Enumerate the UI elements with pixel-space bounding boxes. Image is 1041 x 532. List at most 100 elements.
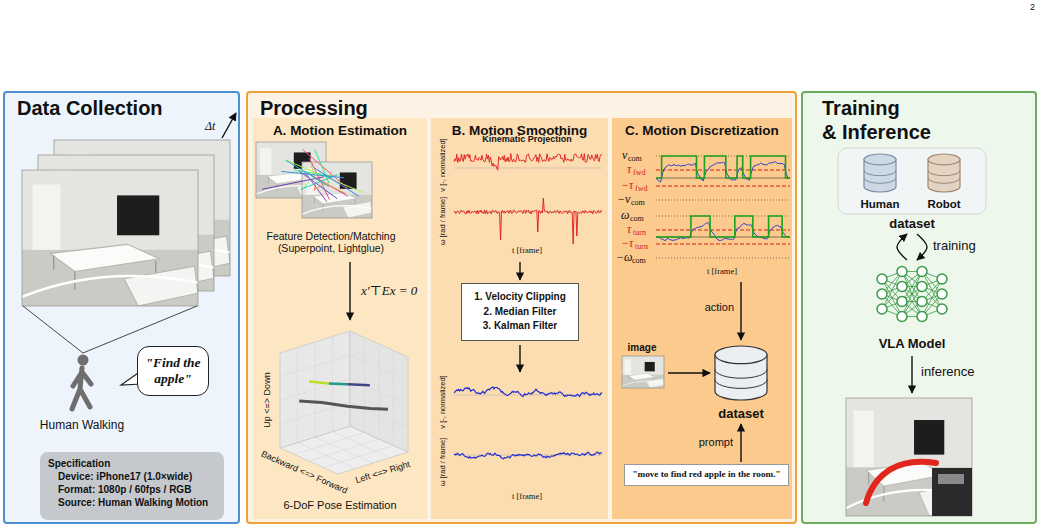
flow-arrow bbox=[349, 262, 350, 320]
illustration-part bbox=[280, 355, 408, 381]
illustration-part bbox=[928, 170, 960, 175]
illustration-part bbox=[22, 170, 198, 306]
trajectory bbox=[348, 383, 370, 386]
neuron bbox=[897, 297, 907, 307]
illustration-part bbox=[302, 162, 372, 218]
illustration-part bbox=[454, 168, 602, 212]
command-signal bbox=[656, 216, 790, 237]
edge-label: training bbox=[933, 239, 976, 253]
neuron bbox=[917, 312, 927, 322]
spec-box: SpecificationDevice: iPhone17 (1.0×wide)… bbox=[40, 452, 224, 520]
illustration-part bbox=[656, 258, 790, 259]
annotation: −ω bbox=[616, 251, 633, 264]
annotation: ω bbox=[621, 209, 629, 222]
illustration-part bbox=[22, 276, 198, 297]
person-icon bbox=[72, 368, 91, 409]
cylinder-icon bbox=[715, 346, 767, 400]
annotation: t [frame] bbox=[512, 246, 542, 255]
neuron bbox=[937, 304, 947, 314]
node-title: dataset bbox=[712, 406, 770, 422]
neuron bbox=[897, 312, 907, 322]
trajectory bbox=[309, 382, 329, 384]
annotation: com bbox=[632, 257, 646, 266]
neuron bbox=[917, 267, 927, 277]
annotation: −v bbox=[617, 193, 630, 206]
annotation: x′⊤Ex = 0 bbox=[361, 284, 417, 298]
annotation: v bbox=[622, 149, 627, 162]
annotation: τ bbox=[627, 163, 631, 176]
filter-box: 1. Velocity Clipping2. Median Filter3. K… bbox=[461, 283, 579, 341]
annotation: t [frame] bbox=[707, 267, 737, 276]
annotation: v [-, normalized] bbox=[439, 375, 447, 428]
annotation: turn bbox=[635, 243, 648, 252]
illustration-part bbox=[302, 162, 372, 218]
match-line bbox=[281, 171, 344, 177]
illustration-part bbox=[864, 170, 896, 175]
illustration-part bbox=[914, 420, 944, 455]
dataset-cylinder: dataset bbox=[712, 342, 770, 422]
annotation: Feature Detection/Matching (Superpoint, … bbox=[256, 231, 406, 254]
cylinder-icon bbox=[864, 154, 896, 192]
node-title: dataset bbox=[836, 216, 988, 232]
match-line bbox=[302, 149, 348, 188]
smooth-signal bbox=[454, 452, 602, 459]
flow-arrow bbox=[519, 262, 520, 280]
connector-arrow bbox=[668, 372, 710, 373]
annotation: 2 bbox=[1030, 3, 1035, 13]
illustration-part bbox=[854, 411, 874, 468]
illustration-part bbox=[864, 178, 896, 183]
node-title: image bbox=[618, 342, 666, 354]
illustration-part bbox=[622, 381, 664, 386]
annotation: Left <=> Right bbox=[354, 460, 411, 486]
annotation: inference bbox=[921, 365, 974, 379]
room-photo bbox=[622, 356, 664, 388]
illustration-part bbox=[646, 379, 664, 388]
annotation: Backward <=> Forward bbox=[259, 450, 348, 497]
smooth-signal bbox=[454, 387, 602, 397]
node-text: 3. Kalman Filter bbox=[465, 319, 575, 334]
illustration-part bbox=[454, 395, 602, 455]
annotation: τ bbox=[627, 223, 631, 236]
sub-panel: B. Motion Smoothing1. Velocity Clipping2… bbox=[431, 118, 608, 519]
illustration-part bbox=[656, 200, 790, 201]
illustration-part bbox=[295, 338, 365, 455]
annotation: v [-, normalized] bbox=[439, 138, 447, 191]
illustration-part bbox=[622, 356, 664, 388]
speech-bubble: "Find the apple" bbox=[137, 346, 209, 396]
room-photo bbox=[22, 170, 198, 306]
annotation: 6-DoF Pose Estimation bbox=[283, 499, 396, 511]
velocity-signal bbox=[656, 162, 790, 182]
illustration-part bbox=[343, 202, 372, 218]
node-title: Data Collection bbox=[17, 96, 226, 120]
illustration-part bbox=[22, 170, 198, 306]
neuron bbox=[937, 289, 947, 299]
raw-signal bbox=[454, 154, 602, 171]
trajectory bbox=[299, 401, 388, 409]
illustration-part bbox=[313, 193, 356, 204]
illustration-part bbox=[124, 266, 198, 306]
annotation: Human Walking bbox=[40, 419, 124, 432]
illustration-part bbox=[50, 244, 159, 271]
node-title: Human bbox=[856, 198, 904, 212]
illustration-part bbox=[3, 91, 1037, 524]
trajectory bbox=[329, 382, 348, 385]
annotation: action bbox=[705, 301, 734, 313]
node-text: Device: iPhone17 (1.0×wide) bbox=[58, 470, 216, 483]
annotation: Up <=> Down bbox=[263, 372, 273, 427]
room-photo bbox=[302, 162, 372, 218]
node-text: Source: Human Walking Motion bbox=[58, 496, 216, 509]
node-title: C. Motion Discretization bbox=[614, 123, 790, 139]
neuron bbox=[897, 282, 907, 292]
illustration-part bbox=[280, 379, 408, 405]
illustration-part bbox=[656, 178, 790, 179]
node-title: "Find the apple" bbox=[142, 355, 204, 387]
node-title: 1. Velocity Clipping bbox=[465, 290, 575, 305]
command-signal bbox=[656, 156, 790, 178]
annotation: ω [rad / frame] bbox=[439, 438, 447, 486]
edge-label: prompt bbox=[699, 436, 733, 448]
illustration-part bbox=[938, 474, 964, 484]
match-line bbox=[299, 171, 338, 199]
node-title: Robot bbox=[920, 198, 968, 212]
illustration-part bbox=[260, 148, 271, 175]
